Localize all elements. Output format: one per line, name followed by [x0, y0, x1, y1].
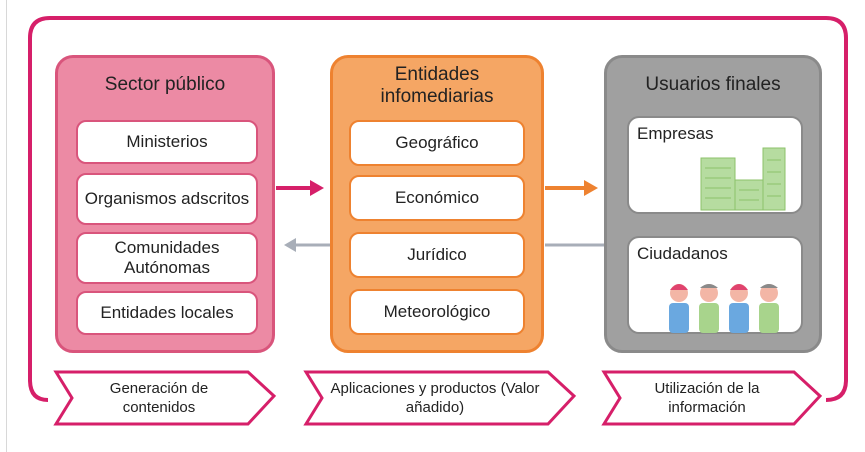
arrow-infomediarias-to-usuarios [545, 180, 598, 196]
arrow-infomediarias-to-sector [284, 238, 330, 252]
stage-generacion-label: Generación de contenidos [109, 380, 209, 416]
ciudadanos-label: Ciudadanos [637, 244, 728, 263]
usuarios-finales-title: Usuarios finales [645, 74, 781, 95]
usuarios-finales-panel: Usuarios finales Empresas Ciudadanos [604, 55, 822, 353]
item-organismos-adscritos: Organismos adscritos [76, 173, 258, 225]
building-icon [700, 147, 786, 211]
item-economico: Económico [349, 175, 525, 221]
stage-tag-utilizacion [601, 370, 823, 426]
people-icon [669, 284, 779, 333]
item-comunidades-autonomas: Comunidades Autónomas [76, 232, 258, 284]
left-border-line [6, 0, 7, 452]
item-meteorologico: Meteorológico [349, 289, 525, 335]
empresas-card: Empresas [627, 116, 803, 214]
infomediarias-title: Entidades infomediarias [380, 64, 494, 107]
sector-publico-panel: Sector público Ministerios Organismos ad… [55, 55, 275, 353]
stage-tag-generacion [53, 370, 277, 426]
item-geografico: Geográfico [349, 120, 525, 166]
stage-tag-aplicaciones [303, 370, 577, 426]
stage-utilizacion-label: Utilización de la información [654, 380, 760, 416]
item-juridico: Jurídico [349, 232, 525, 278]
ciudadanos-card: Ciudadanos [627, 236, 803, 334]
arrow-sector-to-infomediarias [276, 180, 324, 196]
item-entidades-locales: Entidades locales [76, 291, 258, 335]
empresas-label: Empresas [637, 124, 714, 143]
stage-aplicaciones-label: Aplicaciones y productos (Valor añadido) [330, 380, 540, 416]
item-ministerios: Ministerios [76, 120, 258, 164]
sector-publico-title: Sector público [104, 74, 226, 95]
infomediarias-panel: Entidades infomediarias Geográfico Econó… [330, 55, 544, 353]
